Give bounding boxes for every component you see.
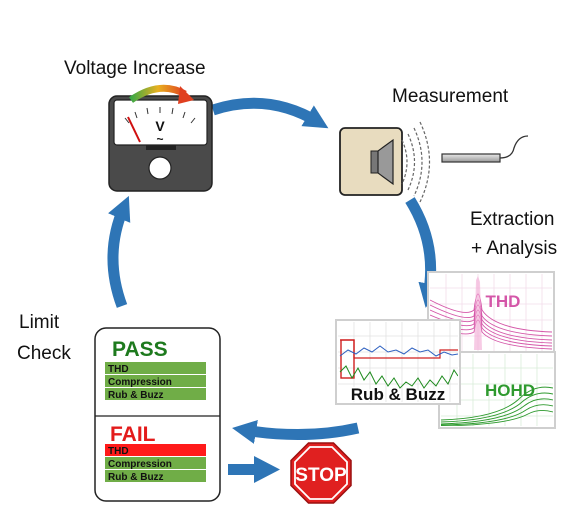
- check-label: Check: [17, 343, 71, 364]
- voltage-increase-label: Voltage Increase: [64, 58, 206, 79]
- arrow-to-measurement: [211, 97, 329, 129]
- arrow-to-limit-check: [232, 420, 360, 444]
- fail-to-stop-arrow: [228, 456, 280, 483]
- meter-knob: [148, 156, 172, 180]
- sound-waves: [401, 121, 431, 203]
- meter-unit: V: [155, 118, 165, 134]
- fail-item-rub-buzz: Rub & Buzz: [108, 472, 164, 483]
- analysis-label: + Analysis: [471, 238, 558, 259]
- fail-row-compression: [105, 457, 206, 469]
- meter-needle: [127, 116, 141, 143]
- rub-buzz-graph: Rub & Buzz: [335, 319, 461, 406]
- extraction-label: Extraction: [470, 209, 555, 230]
- fail-item-thd: THD: [108, 446, 129, 457]
- stop-sign-text: STOP: [295, 465, 347, 486]
- stop-sign-icon: STOP: [290, 442, 352, 504]
- speaker-icon: [339, 127, 403, 196]
- fail-item-compression: Compression: [108, 459, 172, 470]
- meter-tilde: ~: [156, 132, 163, 146]
- pass-row-compression: [105, 375, 206, 387]
- limit-check-result-box: PASS THD Compression Rub & Buzz FAIL THD…: [94, 327, 221, 502]
- fail-title: FAIL: [110, 423, 156, 446]
- measurement-label: Measurement: [392, 86, 509, 107]
- pass-row-rub-buzz: [105, 388, 206, 400]
- pass-item-thd: THD: [108, 364, 129, 375]
- thd-graph-label: THD: [486, 292, 521, 311]
- pass-row-thd: [105, 362, 206, 374]
- pass-item-compression: Compression: [108, 377, 172, 388]
- arrow-to-voltage: [107, 195, 131, 308]
- pass-title: PASS: [112, 338, 168, 361]
- fail-row-thd: [105, 444, 206, 456]
- limit-label: Limit: [19, 312, 60, 333]
- pass-item-rub-buzz: Rub & Buzz: [108, 390, 164, 401]
- rub-buzz-graph-label: Rub & Buzz: [351, 385, 445, 404]
- voltmeter-icon: V ~: [108, 95, 213, 192]
- fail-row-rub-buzz: [105, 470, 206, 482]
- microphone-icon: [441, 135, 529, 163]
- hohd-graph-label: HOHD: [485, 381, 535, 400]
- dial-increase-arrowhead: [178, 86, 194, 104]
